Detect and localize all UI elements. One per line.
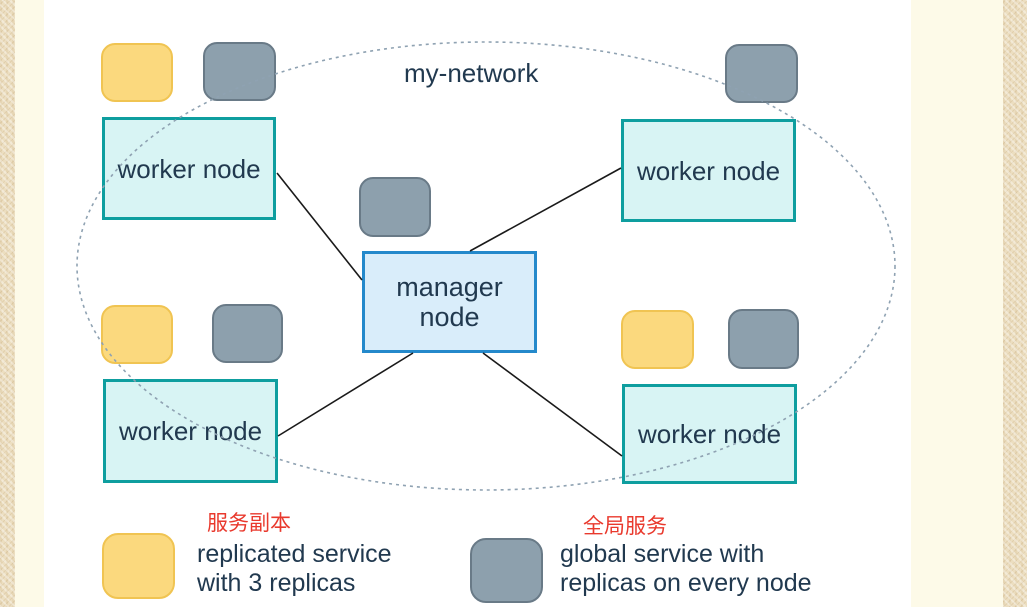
legend-replicated-line1: replicated service bbox=[197, 540, 392, 568]
worker-node-top-left: worker node bbox=[102, 117, 276, 220]
worker-node-top-right: worker node bbox=[621, 119, 796, 222]
replicated-service-icon bbox=[101, 43, 173, 102]
legend-replicated-annotation: 服务副本 bbox=[207, 512, 291, 535]
legend-global-service-icon bbox=[470, 538, 543, 603]
manager-node: manager node bbox=[362, 251, 537, 353]
legend-replicated-line2: with 3 replicas bbox=[197, 569, 356, 597]
manager-node-label: manager node bbox=[396, 272, 503, 332]
global-service-icon bbox=[203, 42, 276, 101]
legend-global-line1: global service with bbox=[560, 540, 765, 568]
legend-global-annotation: 全局服务 bbox=[583, 515, 667, 538]
page-texture-border-left bbox=[0, 0, 15, 607]
global-service-icon bbox=[212, 304, 283, 363]
page-texture-border-right bbox=[1003, 0, 1027, 607]
global-service-icon bbox=[359, 177, 431, 237]
worker-node-label: worker node bbox=[118, 416, 263, 446]
global-service-icon bbox=[728, 309, 799, 369]
worker-node-label: worker node bbox=[637, 419, 782, 449]
legend-global-text: global service with replicas on every no… bbox=[560, 540, 812, 598]
worker-node-label: worker node bbox=[636, 155, 781, 186]
legend-replicated-service-icon bbox=[102, 533, 175, 599]
legend-global-line2: replicas on every node bbox=[560, 569, 812, 597]
replicated-service-icon bbox=[101, 305, 173, 364]
replicated-service-icon bbox=[621, 310, 694, 369]
global-service-icon bbox=[725, 44, 798, 103]
legend-replicated-text: replicated service with 3 replicas bbox=[197, 540, 392, 598]
worker-node-bottom-left: worker node bbox=[103, 379, 278, 483]
worker-node-bottom-right: worker node bbox=[622, 384, 797, 484]
worker-node-label: worker node bbox=[117, 153, 261, 184]
network-name-label: my-network bbox=[404, 58, 539, 88]
